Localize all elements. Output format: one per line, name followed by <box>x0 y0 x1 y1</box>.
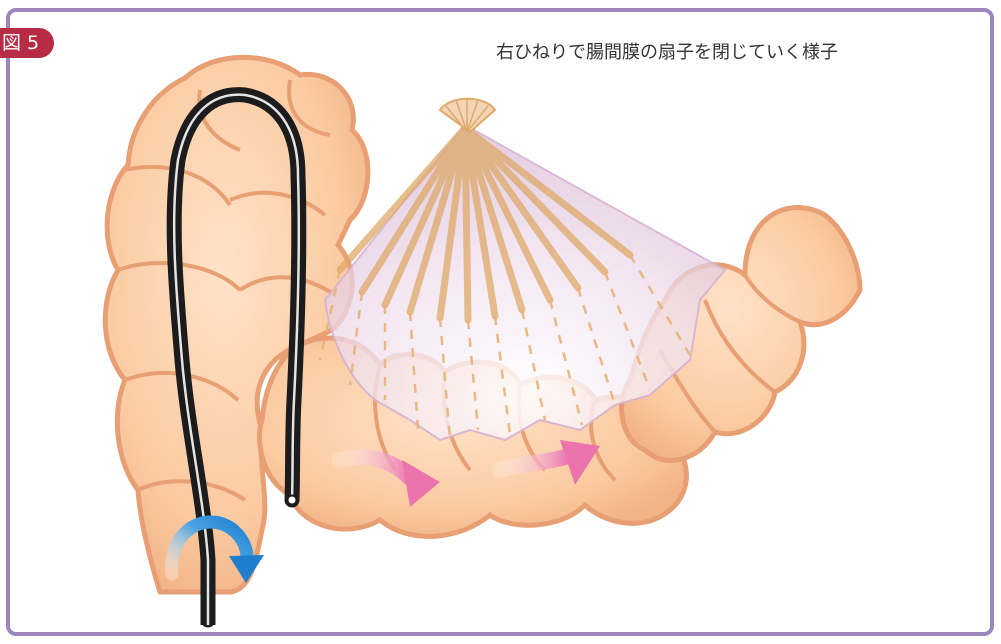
figure-caption: 右ひねりで腸間膜の扇子を閉じていく様子 <box>496 38 936 64</box>
figure-number-badge: 図 5 <box>0 28 54 58</box>
endoscope-tip <box>288 496 297 505</box>
